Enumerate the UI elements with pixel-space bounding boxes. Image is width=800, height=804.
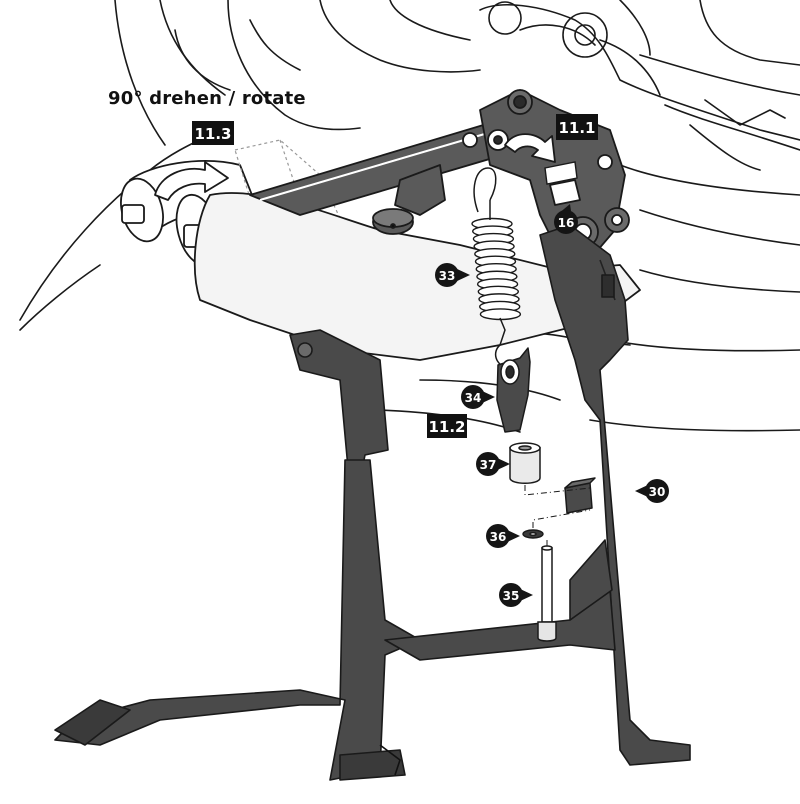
step-badge-11-3: 11.3 [192, 121, 234, 145]
svg-text:33: 33 [439, 269, 456, 283]
rotate-instruction-label: 90° drehen / rotate [108, 88, 306, 109]
svg-text:37: 37 [480, 458, 497, 472]
part-callout-16: 16 [554, 204, 578, 234]
svg-text:36: 36 [490, 530, 507, 544]
stand-bracket [249, 117, 561, 235]
washer-part [522, 529, 544, 539]
part-callout-35: 35 [499, 583, 533, 607]
svg-text:16: 16 [558, 216, 575, 230]
exhaust-clamp [120, 160, 261, 267]
center-stand-right-leg [539, 224, 691, 766]
part-callout-30: 30 [635, 479, 669, 503]
block-part [564, 477, 596, 514]
motorcycle-outline [19, 0, 800, 433]
center-stand-crossbar [54, 539, 616, 781]
step-badge-11-1: 11.1 [556, 114, 598, 140]
svg-text:35: 35 [503, 589, 520, 603]
svg-text:11.3: 11.3 [194, 125, 231, 143]
part-callout-37: 37 [476, 452, 510, 476]
rotate-arrow-icon-2 [504, 133, 556, 163]
spring-part [471, 167, 522, 369]
part-callout-36: 36 [486, 524, 520, 548]
assembly-guide-lines [524, 485, 591, 548]
center-stand-left-leg [54, 329, 421, 781]
bolt-part [537, 545, 557, 642]
down-arrow-icon [544, 161, 578, 185]
part-callout-33: 33 [435, 263, 470, 287]
step-badge-11-2: 11.2 [427, 414, 467, 438]
spring-hook-part [496, 347, 531, 433]
rotate-arrow-icon [154, 161, 229, 201]
bushing-part [509, 442, 541, 484]
svg-text:34: 34 [465, 391, 482, 405]
svg-text:30: 30 [649, 485, 666, 499]
part-callout-34: 34 [461, 385, 495, 409]
svg-text:11.2: 11.2 [428, 418, 465, 436]
svg-text:11.1: 11.1 [558, 119, 595, 137]
